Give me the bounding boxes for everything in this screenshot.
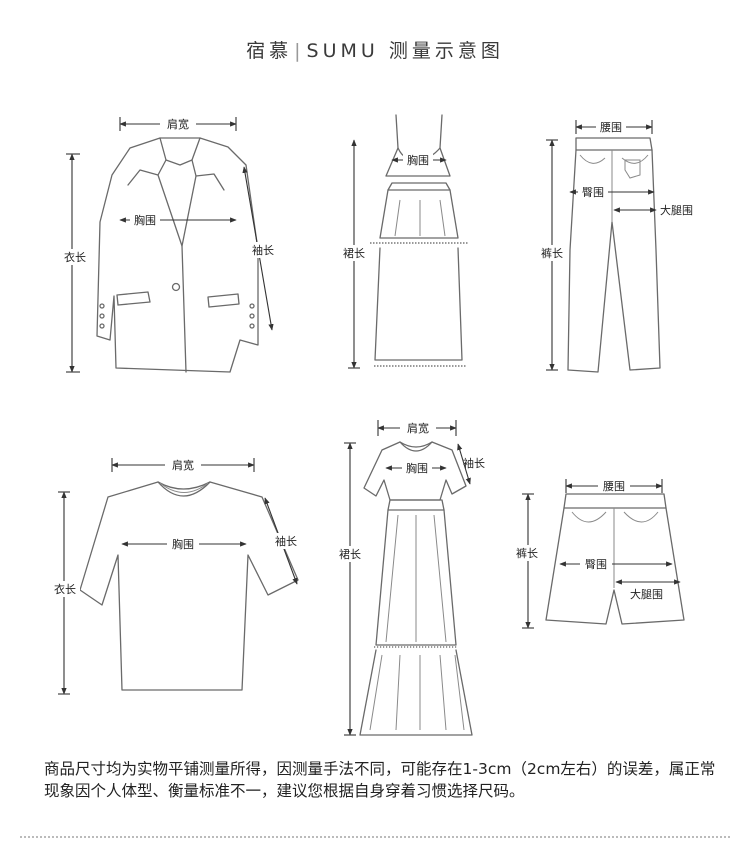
- tshirt-length-label: 衣长: [54, 582, 76, 596]
- jeans-thigh-label: 大腿围: [660, 203, 693, 217]
- maxi-skirt-length-label: 裙长: [339, 548, 361, 561]
- jeans-hip-label: 臀围: [582, 186, 604, 199]
- maxi-chest-label: 胸围: [406, 461, 428, 475]
- brand-en: SUMU: [306, 40, 379, 62]
- blazer-chest-label: 胸围: [134, 213, 156, 227]
- slip-skirt-length-label: 裙长: [343, 247, 365, 260]
- measurement-note: 商品尺寸均为实物平铺测量所得，因测量手法不同，可能存在1-3cm（2cm左右）的…: [44, 760, 716, 800]
- shorts-length-label: 裤长: [516, 546, 538, 560]
- slip-dress-fringe: [370, 242, 468, 367]
- slip-chest-label: 胸围: [407, 153, 429, 167]
- blazer-length-label: 衣长: [64, 250, 86, 264]
- blazer-shoulder-label: 肩宽: [167, 117, 189, 131]
- jeans-length-label: 裤长: [541, 246, 563, 260]
- brand-cn: 宿慕: [246, 40, 293, 62]
- shorts-hip-label: 臀围: [585, 558, 607, 571]
- shorts-waist-label: 腰围: [603, 480, 625, 493]
- shorts-illustration: [545, 493, 685, 625]
- maxi-shoulder-label: 肩宽: [407, 421, 429, 435]
- tshirt-sleeve-label: 袖长: [275, 534, 297, 548]
- slip-dress-illustration: [374, 114, 463, 361]
- page-title: 宿慕|SUMU 测量示意图: [0, 36, 750, 63]
- maxi-dress-illustration: [359, 441, 473, 736]
- tshirt-chest-label: 胸围: [172, 537, 194, 551]
- tshirt-illustration: [79, 481, 299, 691]
- title-separator: |: [294, 40, 305, 62]
- jeans-illustration: [567, 137, 661, 373]
- maxi-sleeve-label: 袖长: [463, 456, 485, 470]
- dotted-divider: [20, 836, 730, 838]
- jeans-waist-label: 腰围: [600, 121, 622, 134]
- shorts-thigh-label: 大腿围: [630, 587, 663, 601]
- blazer-illustration: [96, 137, 259, 373]
- tshirt-shoulder-label: 肩宽: [172, 458, 194, 472]
- title-text: 测量示意图: [388, 40, 504, 62]
- blazer-sleeve-label: 袖长: [252, 243, 274, 257]
